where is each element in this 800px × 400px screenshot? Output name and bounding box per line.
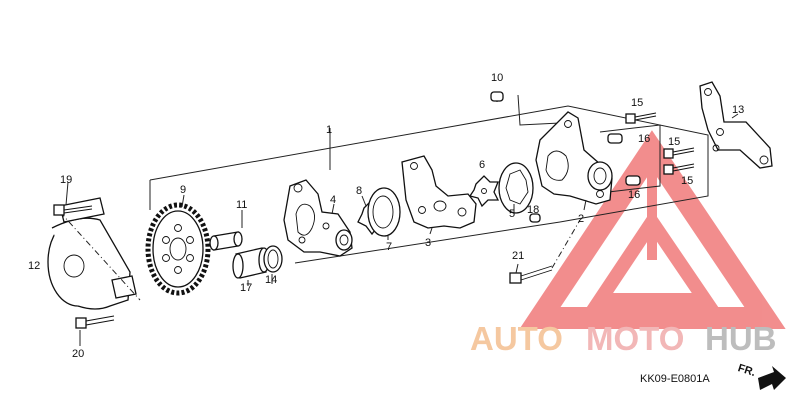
callout-16-a: 16 (638, 133, 650, 145)
dowel-pin-10 (490, 91, 504, 102)
bolt-20 (75, 315, 115, 346)
callout-7: 7 (386, 241, 392, 253)
bolts-15 (625, 112, 695, 175)
part-4-pump-body (283, 179, 353, 257)
callout-18: 18 (527, 204, 539, 216)
callout-16-b: 16 (628, 189, 640, 201)
part-14-o-ring (263, 245, 283, 284)
callout-5: 5 (509, 208, 515, 220)
part-17-collar (232, 247, 270, 286)
part-2-housing (535, 111, 613, 211)
part-3-plate (401, 155, 477, 235)
watermark-word-hub: HUB (705, 320, 777, 357)
watermark-logo (519, 130, 786, 329)
watermark-text: AUTO MOTO HUB (470, 320, 777, 357)
watermark-word-moto: MOTO (586, 320, 684, 357)
callout-3: 3 (425, 237, 431, 249)
callout-19: 19 (60, 174, 72, 186)
callout-1: 1 (326, 124, 332, 136)
part-9-gear (145, 194, 211, 296)
callout-9: 9 (180, 184, 186, 196)
bolt-19 (53, 181, 93, 216)
callout-4: 4 (330, 194, 336, 206)
callout-11: 11 (236, 199, 247, 211)
callout-15-c: 15 (681, 175, 693, 187)
callout-2: 2 (578, 213, 584, 225)
callout-6: 6 (479, 159, 485, 171)
diagram-code: KK09-E0801A (640, 373, 710, 385)
callout-10: 10 (491, 72, 503, 84)
callout-14: 14 (265, 274, 277, 286)
dowel-pins-16 (607, 133, 641, 186)
callout-15-b: 15 (668, 136, 680, 148)
part-11-shaft (209, 210, 243, 251)
callout-13: 13 (732, 104, 744, 116)
callout-20: 20 (72, 348, 84, 360)
watermark-word-auto: AUTO (470, 320, 563, 357)
callout-17: 17 (240, 282, 252, 294)
part-6-inner-rotor (468, 175, 500, 208)
part-7-outer-rotor (367, 187, 401, 240)
callout-12: 12 (28, 260, 40, 272)
front-direction-arrow (758, 366, 786, 390)
part-18-pin (529, 213, 541, 223)
part-12-cover (47, 197, 141, 310)
front-marker-label: FR. (736, 362, 757, 379)
callout-21: 21 (512, 250, 524, 262)
callout-8: 8 (356, 185, 362, 197)
part-13-bracket (699, 81, 773, 169)
callout-labels: 1 2 3 4 5 6 7 8 9 10 11 12 13 14 15 15 1… (28, 72, 744, 360)
bolt-21 (509, 219, 581, 284)
callout-15-a: 15 (631, 97, 643, 109)
part-5-outer-rotor (498, 162, 534, 214)
